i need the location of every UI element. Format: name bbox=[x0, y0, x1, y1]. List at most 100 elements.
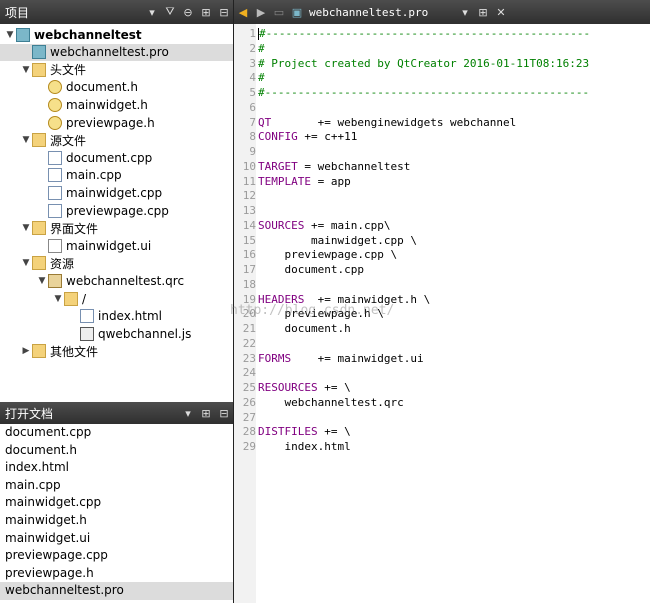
tree-item[interactable]: mainwidget.cpp bbox=[36, 184, 162, 201]
chevron-down-icon[interactable]: ▼ bbox=[22, 135, 30, 146]
tree-item[interactable]: ▼webchannel​test bbox=[4, 26, 142, 43]
tree-item[interactable]: index.html bbox=[68, 308, 162, 325]
chevron-down-icon[interactable]: ▼ bbox=[38, 275, 46, 286]
chevron-down-icon[interactable]: ▼ bbox=[54, 293, 62, 304]
code-line: 12 bbox=[243, 189, 650, 204]
chevron-down-icon[interactable]: ▾ bbox=[185, 406, 191, 420]
tree-item[interactable]: document.cpp bbox=[36, 149, 152, 166]
qrc-file-icon bbox=[48, 273, 62, 288]
tree-item[interactable]: qwebchannel.js bbox=[68, 325, 191, 342]
code-text: RESOURCES += \ bbox=[258, 381, 351, 394]
chevron-down-icon[interactable]: ▼ bbox=[22, 258, 30, 269]
tree-item-label: / bbox=[82, 291, 87, 306]
code-text: previewpage.h \ bbox=[258, 307, 384, 321]
html-file-icon bbox=[80, 309, 94, 324]
chevron-right-icon[interactable]: ▶ bbox=[22, 346, 30, 357]
code-line: 6 bbox=[249, 101, 650, 116]
tree-item[interactable]: mainwidget.ui bbox=[36, 237, 151, 254]
open-doc-item[interactable]: previewpage.cpp bbox=[5, 548, 108, 563]
tree-item-label: mainwidget.ui bbox=[66, 238, 152, 253]
code-line: 22 bbox=[243, 337, 650, 352]
code-text: # Project created by QtCreator 2016-01-1… bbox=[258, 56, 590, 70]
tree-item[interactable]: previewpage.h bbox=[36, 114, 155, 131]
tree-item[interactable]: webchanneltest.pro bbox=[0, 43, 233, 61]
headers-folder-icon bbox=[32, 62, 46, 77]
tree-item[interactable]: ▼webchanneltest.qrc bbox=[36, 272, 184, 289]
forward-arrow-icon[interactable]: ▶ bbox=[256, 5, 266, 19]
project-panel-header: 项目 ▾ ⛛ ⊖ ⊞ ⊟ bbox=[0, 0, 233, 24]
other-files-folder-icon bbox=[32, 344, 46, 359]
chevron-down-icon[interactable]: ▼ bbox=[22, 64, 30, 75]
tree-item[interactable]: ▼资源 bbox=[20, 255, 74, 272]
tree-item-label: 头文件 bbox=[50, 63, 87, 78]
split-icon[interactable]: ⊞ bbox=[201, 406, 211, 420]
chevron-down-icon[interactable]: ▼ bbox=[22, 223, 30, 234]
split-icon[interactable]: ⊞ bbox=[478, 5, 488, 19]
tree-item[interactable]: ▼ 头文件 bbox=[20, 61, 86, 78]
code-line: 5#--------------------------------------… bbox=[249, 86, 650, 101]
line-number: 3 bbox=[249, 56, 256, 70]
code-text: DISTFILES += \ bbox=[258, 425, 351, 439]
code-line: 4# bbox=[249, 71, 650, 86]
tree-item[interactable]: ▼界面文件 bbox=[20, 220, 98, 237]
editor-toolbar: ◀ ▶ ▭ ▣ webchanneltest.pro ▾ ⊞ ✕ bbox=[234, 0, 650, 24]
pro-file-icon: ▣ bbox=[291, 5, 303, 19]
back-arrow-icon[interactable]: ◀ bbox=[238, 5, 248, 19]
tree-item[interactable]: ▼/ bbox=[52, 290, 86, 307]
code-text: document.cpp bbox=[258, 263, 364, 276]
header-file-icon bbox=[48, 80, 62, 95]
code-text: TARGET = webchanneltest bbox=[258, 159, 411, 173]
tree-item[interactable]: main.cpp bbox=[36, 167, 122, 184]
code-line: 13 bbox=[243, 204, 650, 219]
split-icon[interactable]: ⊞ bbox=[201, 5, 211, 19]
open-doc-item[interactable]: mainwidget.h bbox=[5, 512, 87, 527]
line-number: 8 bbox=[249, 130, 256, 144]
line-number: 4 bbox=[249, 71, 256, 85]
open-doc-item[interactable]: document.cpp bbox=[5, 425, 92, 439]
code-editor[interactable]: 1#--------------------------------------… bbox=[234, 24, 650, 603]
close-panel-icon[interactable]: ⊟ bbox=[219, 5, 229, 19]
tree-item[interactable]: ▶其他文件 bbox=[20, 343, 98, 360]
tree-item[interactable]: document.h bbox=[36, 79, 138, 96]
line-number: 22 bbox=[242, 336, 256, 350]
close-icon[interactable]: ✕ bbox=[496, 5, 506, 19]
editor-file-name[interactable]: webchanneltest.pro bbox=[309, 5, 429, 19]
code-text: #---------------------------------------… bbox=[259, 27, 591, 40]
tree-item-label: qwebchannel.js bbox=[98, 326, 192, 341]
code-area[interactable]: 1#--------------------------------------… bbox=[243, 27, 650, 455]
open-doc-item[interactable]: main.cpp bbox=[5, 477, 61, 492]
tree-item-label: document.h bbox=[66, 80, 138, 95]
chevron-down-icon[interactable]: ▼ bbox=[6, 29, 14, 40]
close-panel-icon[interactable]: ⊟ bbox=[219, 406, 229, 420]
open-doc-item[interactable]: index.html bbox=[5, 460, 69, 475]
tree-item-label: webchanneltest.pro bbox=[50, 45, 169, 60]
link-icon[interactable]: ⊖ bbox=[183, 5, 193, 19]
panel-divider[interactable] bbox=[233, 0, 234, 603]
tree-item-label: document.cpp bbox=[66, 150, 153, 165]
open-doc-item[interactable]: document.h bbox=[5, 442, 77, 457]
filter-icon[interactable]: ⛛ bbox=[165, 5, 175, 18]
open-doc-item[interactable]: previewpage.h bbox=[5, 565, 94, 580]
open-docs-list: document.cpp document.h index.html main.cpp… bbox=[0, 424, 233, 603]
tree-item[interactable]: previewpage.cpp bbox=[36, 202, 169, 219]
line-number: 15 bbox=[242, 233, 256, 247]
line-number: 9 bbox=[249, 145, 256, 158]
file-dropdown-icon[interactable]: ▾ bbox=[462, 5, 468, 19]
sources-folder-icon bbox=[32, 133, 46, 148]
code-text: #---------------------------------------… bbox=[258, 86, 590, 99]
open-doc-item[interactable]: mainwidget.cpp bbox=[5, 495, 102, 510]
cpp-file-icon bbox=[48, 203, 62, 218]
tree-item[interactable]: mainwidget.h bbox=[36, 96, 148, 113]
tree-item[interactable]: ▼源文件 bbox=[20, 132, 86, 149]
open-doc-item[interactable]: mainwidget.ui bbox=[5, 530, 91, 545]
code-text: QT += webenginewidgets webchannel bbox=[258, 115, 517, 129]
chevron-down-icon[interactable]: ▾ bbox=[149, 5, 155, 19]
code-text: mainwidget.cpp \ bbox=[258, 233, 417, 247]
open-doc-item[interactable]: webchanneltest.pro bbox=[0, 582, 233, 600]
